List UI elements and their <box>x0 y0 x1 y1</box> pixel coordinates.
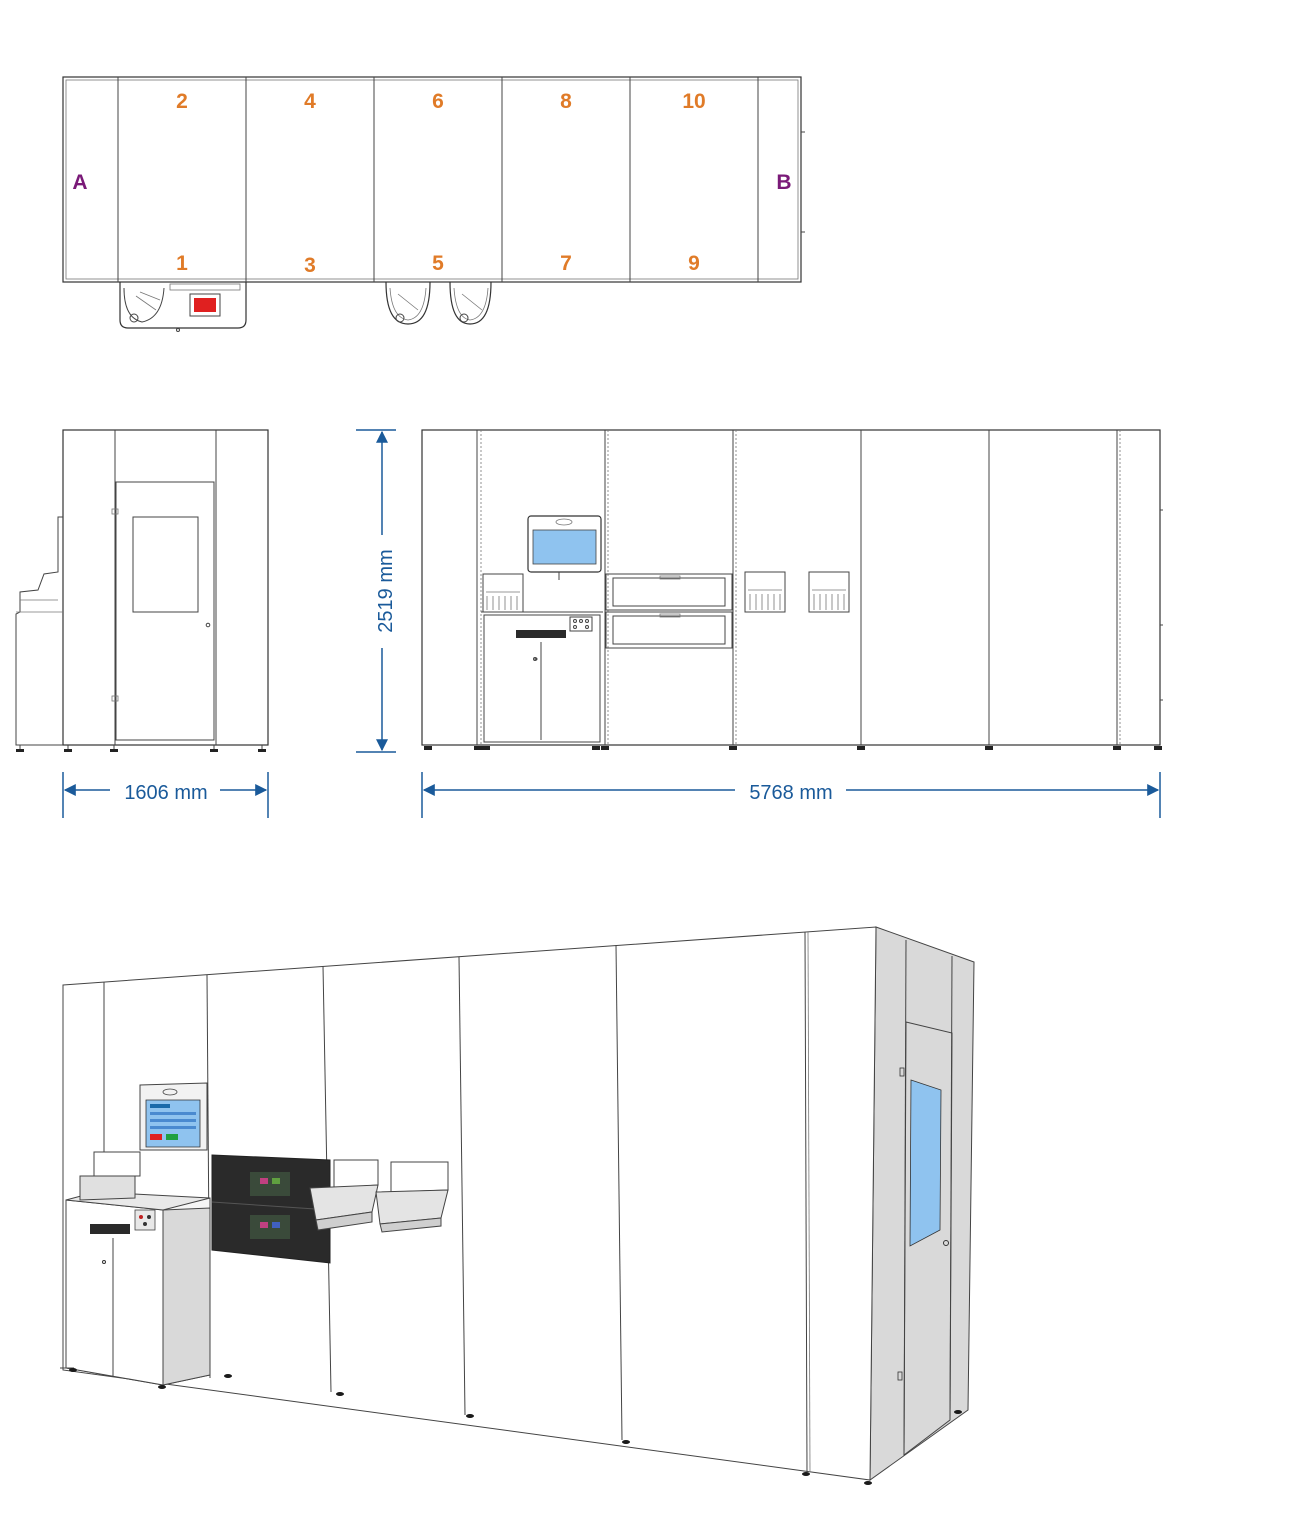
top-view-dividers <box>117 77 759 282</box>
position-label-4: 4 <box>304 90 316 113</box>
end-elevation-feet <box>16 745 266 752</box>
perspective-monitor-logo-icon <box>162 1088 178 1096</box>
length-dimension-label: 5768 mm <box>749 782 832 804</box>
vent-slot <box>516 630 566 638</box>
end-label-b: B <box>776 171 791 194</box>
top-view-outline <box>62 76 802 283</box>
perspective-bins <box>309 1159 449 1233</box>
position-label-3: 3 <box>304 254 316 277</box>
monitor-logo-icon <box>555 518 573 526</box>
touchscreen-monitor <box>527 515 602 580</box>
front-bins <box>744 571 850 613</box>
perspective-door <box>903 1021 953 1457</box>
perspective-control-panel <box>134 1209 156 1231</box>
perspective-front-face <box>62 926 877 1481</box>
height-dimension: 2519 mm <box>356 429 397 753</box>
indicator-red <box>194 298 216 312</box>
top-view-bins <box>385 281 492 325</box>
perspective-vent <box>90 1224 130 1234</box>
position-label-2: 2 <box>176 90 188 113</box>
perspective-cabinet <box>60 1151 211 1389</box>
width-dimension-label: 1606 mm <box>124 782 207 804</box>
monitor-screen <box>532 529 597 565</box>
height-dimension-label: 2519 mm <box>375 549 397 632</box>
door-window <box>132 516 199 613</box>
top-view: 2 4 6 8 10 1 3 5 7 9 A B <box>62 76 805 332</box>
end-elevation-outline <box>62 429 269 746</box>
front-elevation-dividers <box>476 430 1121 745</box>
drawers <box>605 573 733 649</box>
control-panel <box>569 616 593 632</box>
position-label-10: 10 <box>682 90 705 113</box>
front-elevation-feet <box>424 746 1162 750</box>
perspective-view <box>60 926 975 1485</box>
front-elevation: 5768 mm <box>421 429 1163 818</box>
perspective-feet <box>224 1374 962 1485</box>
position-label-5: 5 <box>432 252 444 275</box>
top-view-workstation <box>119 282 247 332</box>
top-view-inner-outline <box>65 79 799 280</box>
end-elevation: 1606 mm <box>15 429 269 818</box>
perspective-tray-window <box>211 1154 331 1264</box>
position-label-7: 7 <box>560 252 572 275</box>
position-label-1: 1 <box>176 252 188 275</box>
front-elevation-outline <box>421 429 1161 746</box>
position-label-6: 6 <box>432 90 444 113</box>
width-dimension: 1606 mm <box>62 772 269 818</box>
length-dimension: 5768 mm <box>421 772 1161 818</box>
perspective-door-window <box>909 1079 942 1247</box>
door-handle <box>205 622 211 628</box>
perspective-monitor <box>139 1082 208 1151</box>
door <box>115 481 215 741</box>
workstation-cabinet <box>481 573 603 743</box>
position-label-9: 9 <box>688 252 700 275</box>
end-label-a: A <box>72 171 87 194</box>
position-label-8: 8 <box>560 90 572 113</box>
